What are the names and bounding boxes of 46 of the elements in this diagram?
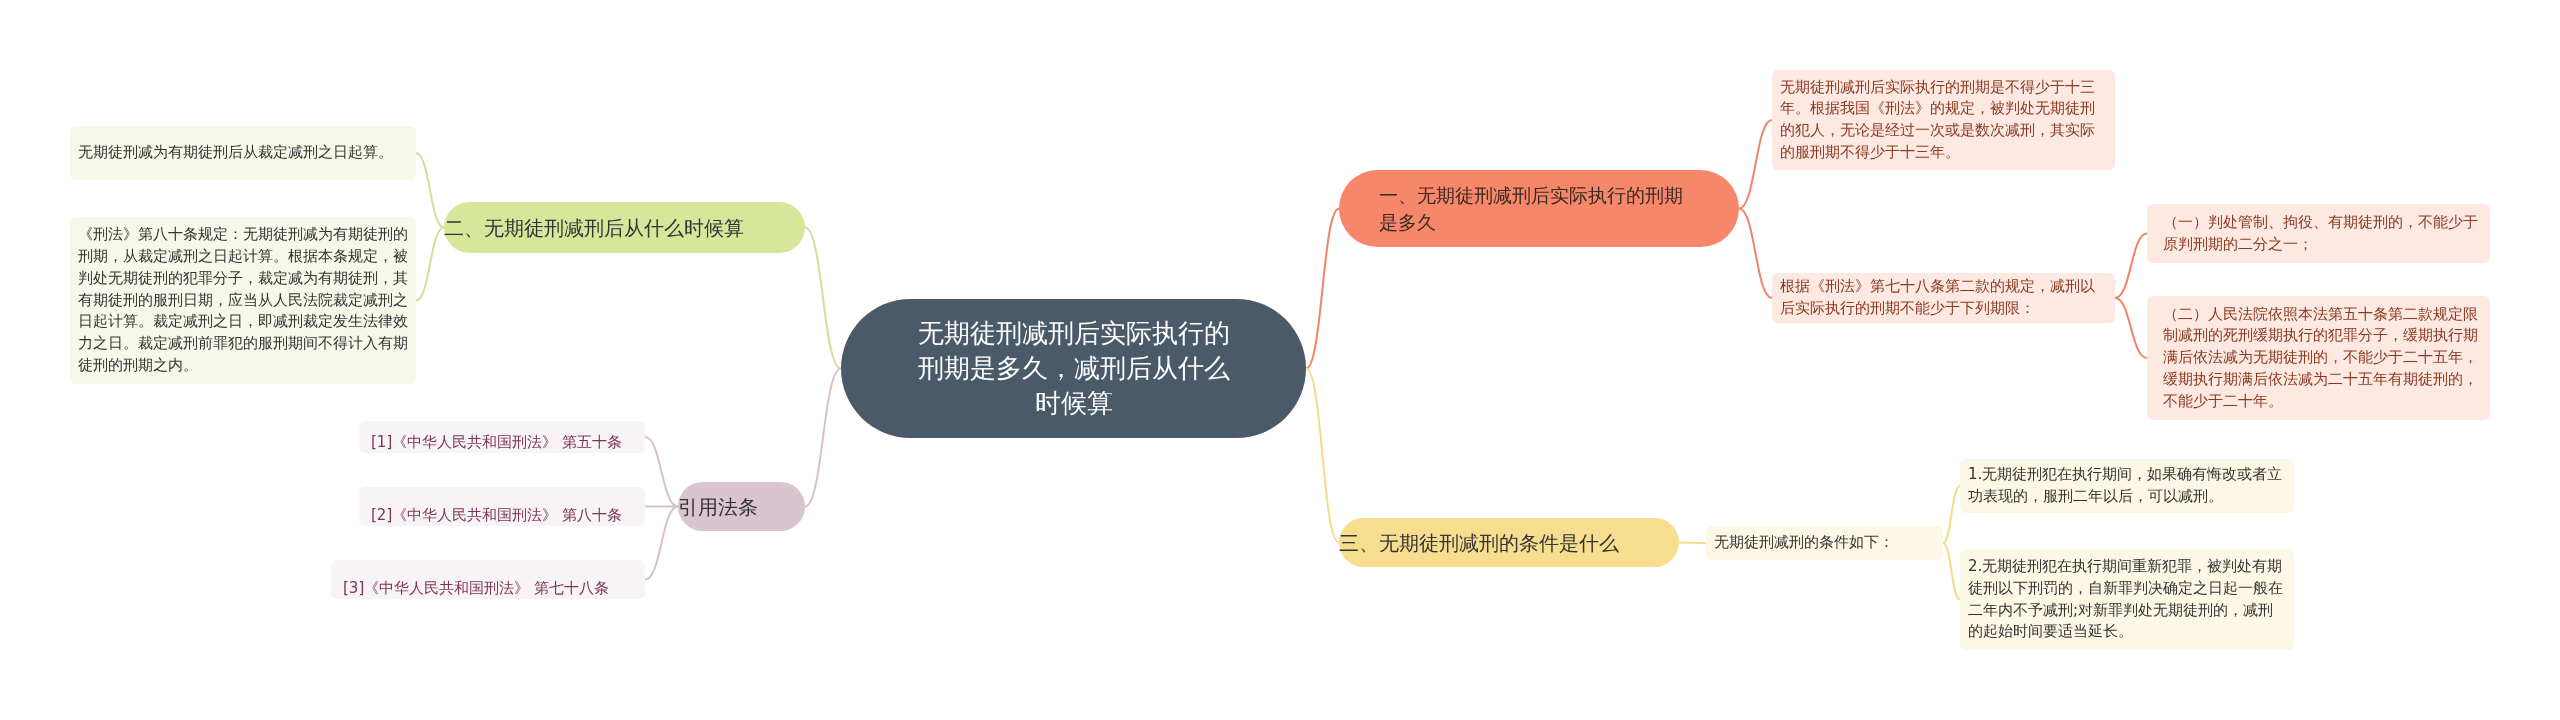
leaf-note xyxy=(1960,459,2294,513)
connector-line xyxy=(1942,542,1961,601)
node-text: 一、无期徒刑减刑后实际执行的刑期是多久 xyxy=(1379,182,1684,235)
node-text: 《刑法》第八十条规定：无期徒刑减为有期徒刑的刑期，从裁定减刑之日起计算。根据本条规定，被判处无期徒刑的犯罪分子，裁定减为有期徒刑，其有期徒刑的服刑日期，应当从人民法院裁定减刑之日起计算。裁定减刑之日，即减刑裁定发生法律效力之日。裁定减刑前罪犯的服刑期间不得计入有期徒刑的刑期之内。 xyxy=(78,224,408,376)
node-text: [3]《中华人民共和国刑法》 第七十八条 xyxy=(343,577,610,599)
branch-topic xyxy=(678,482,805,531)
branch-topic xyxy=(444,202,805,253)
node-text: 二、无期徒刑减刑后从什么时候算 xyxy=(444,214,745,242)
node-text: [2]《中华人民共和国刑法》 第八十条 xyxy=(371,504,623,526)
connector-line xyxy=(2114,232,2148,299)
leaf-note xyxy=(1772,273,2115,323)
connector-line xyxy=(1738,119,1773,210)
node-text: 1.无期徒刑犯在执行期间，如果确有悔改或者立功表现的，服刑二年以后，可以减刑。 xyxy=(1968,464,2284,507)
connector-line xyxy=(1305,367,1340,544)
connector-line xyxy=(1738,207,1773,299)
connector-line xyxy=(644,436,679,508)
leaf-note xyxy=(70,126,416,180)
node-text: （一）判处管制、拘役、有期徒刑的，不能少于原判刑期的二分之一； xyxy=(2163,211,2479,255)
reference-item xyxy=(331,560,645,599)
connector-line xyxy=(1305,207,1340,370)
node-text: 根据《刑法》第七十八条第二款的规定，减刑以后实际执行的刑期不能少于下列期限： xyxy=(1780,276,2096,319)
leaf-note xyxy=(2147,204,2490,263)
node-text: 无期徒刑减为有期徒刑后从裁定减刑之日起算。 xyxy=(78,142,394,164)
connector-line xyxy=(804,226,842,370)
reference-item xyxy=(359,487,645,526)
node-text: 引用法条 xyxy=(678,493,759,521)
connector-line xyxy=(415,226,445,302)
leaf-note xyxy=(1960,549,2294,650)
node-text: 无期徒刑减刑后实际执行的刑期是多久，减刑后从什么时候算 xyxy=(916,316,1231,421)
leaf-note xyxy=(2147,296,2490,420)
leaf-note xyxy=(1706,526,1943,560)
connector-line xyxy=(2114,297,2148,359)
connector-line xyxy=(1678,541,1707,544)
connector-line xyxy=(644,505,679,581)
connector-line xyxy=(1942,485,1961,544)
branch-topic xyxy=(1339,518,1679,567)
leaf-note xyxy=(1772,70,2115,170)
reference-item xyxy=(359,421,645,453)
node-text: 三、无期徒刑减刑的条件是什么 xyxy=(1339,529,1620,557)
node-text: [1]《中华人民共和国刑法》 第五十条 xyxy=(371,431,623,453)
node-text: 2.无期徒刑犯在执行期间重新犯罪，被判处有期徒刑以下刑罚的，自新罪判决确定之日起一般在二年内不予减刑;对新罪判处无期徒刑的，减刑的起始时间要适当延长。 xyxy=(1968,556,2284,643)
connector-line xyxy=(415,152,445,229)
node-text: 无期徒刑减刑的条件如下： xyxy=(1714,532,1895,554)
connector-line xyxy=(804,367,842,508)
node-text: （二）人民法院依照本法第五十条第二款规定限制减刑的死刑缓期执行的犯罪分子，缓期执行期满后依法减为无期徒刑的，不能少于二十五年，缓期执行期满后依法减为二十五年有期徒刑的，不能少于二十年。 xyxy=(2163,303,2479,412)
node-text: 无期徒刑减刑后实际执行的刑期是不得少于十三年。根据我国《刑法》的规定，被判处无期徒刑的犯人，无论是经过一次或是数次减刑，其实际的服刑期不得少于十三年。 xyxy=(1780,76,2096,163)
